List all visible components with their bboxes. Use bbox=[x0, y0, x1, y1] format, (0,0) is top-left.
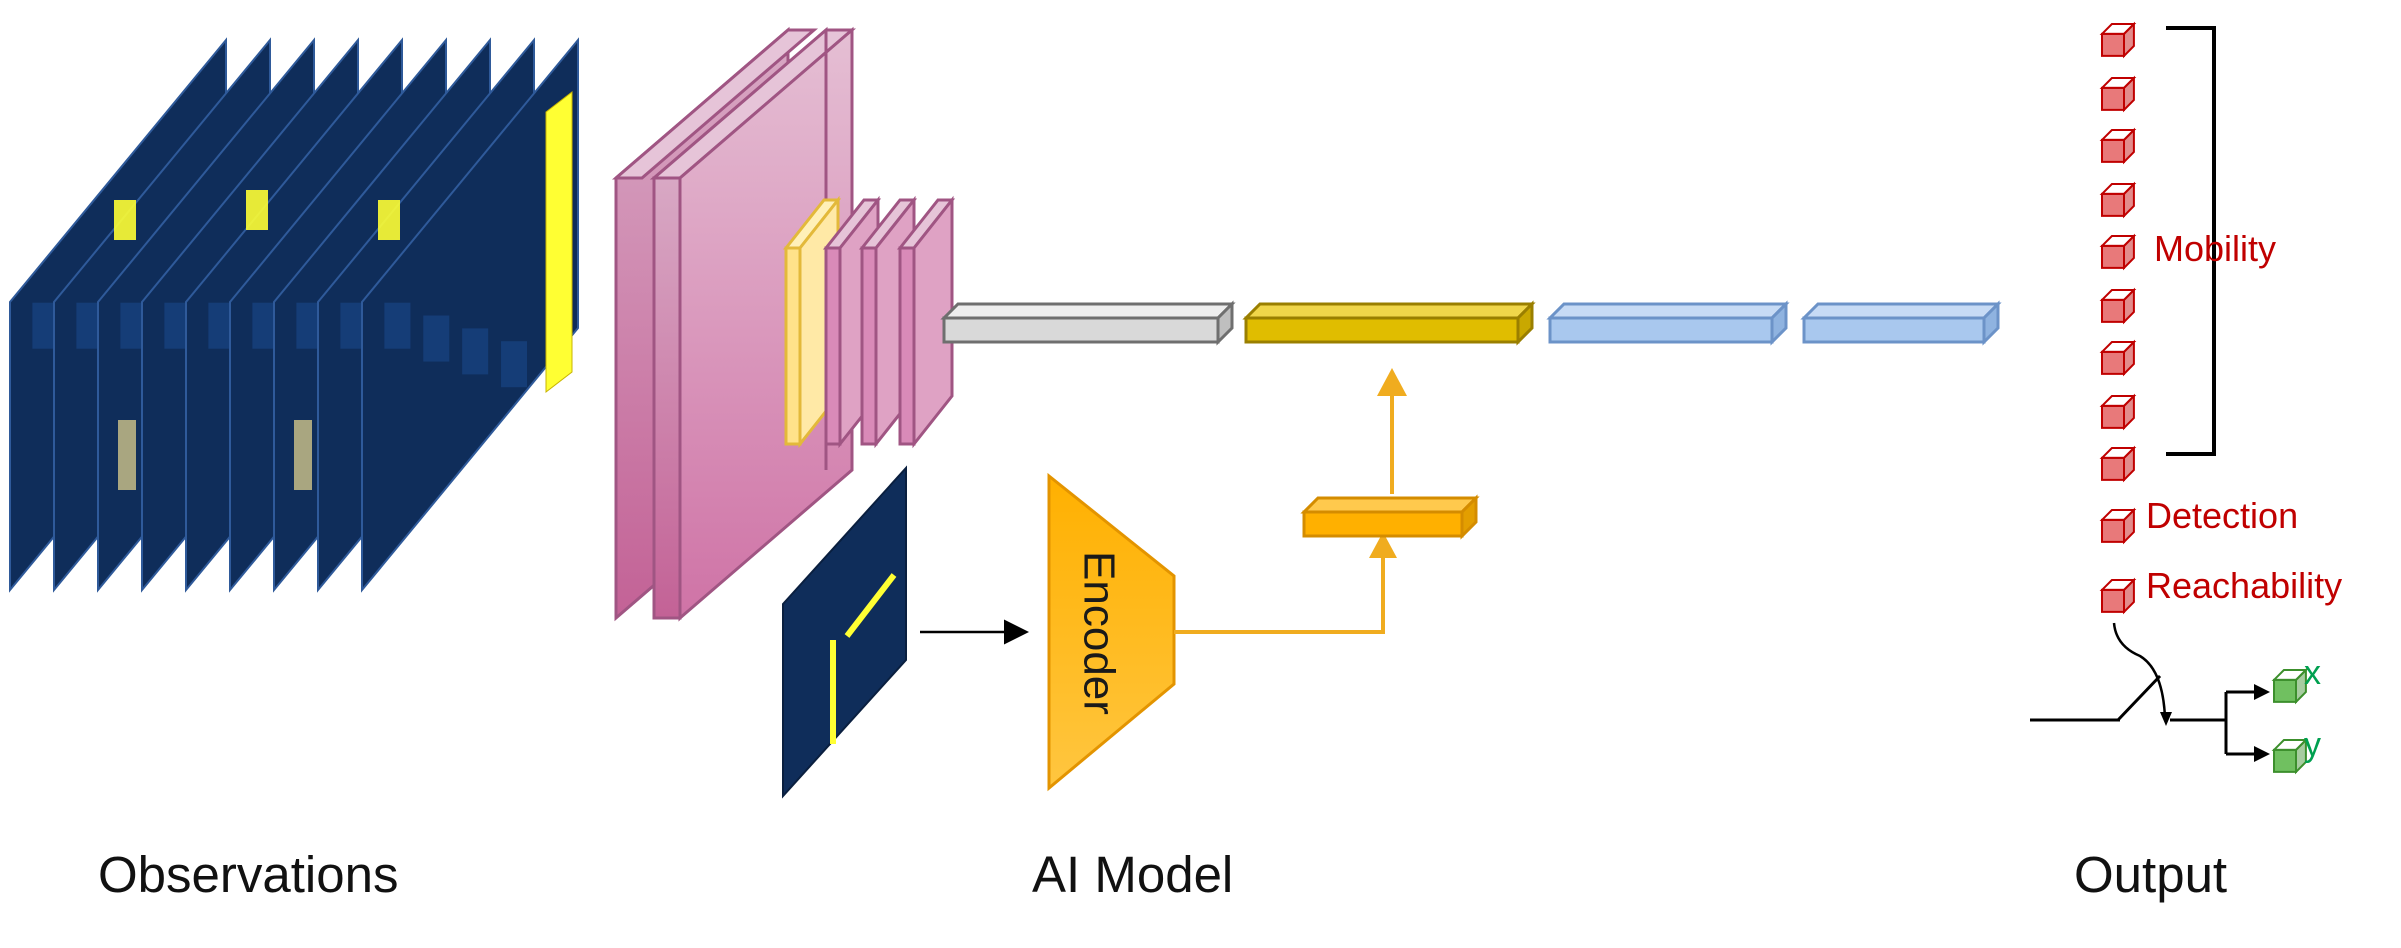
encoder-embedding-bar bbox=[1300, 494, 1480, 540]
mobility-cube-8 bbox=[2099, 393, 2137, 431]
flatten-bar bbox=[940, 300, 1236, 346]
goal-map-input bbox=[782, 465, 907, 799]
fc-blue-bar-1 bbox=[1546, 300, 1790, 346]
mobility-cube-7 bbox=[2099, 339, 2137, 377]
y-cube bbox=[2271, 737, 2309, 775]
mobility-cube-6 bbox=[2099, 287, 2137, 325]
x-cube bbox=[2271, 667, 2309, 705]
encoder-label: Encoder bbox=[1074, 551, 1123, 715]
conv-layer-small-3 bbox=[896, 195, 956, 449]
mobility-cube-9 bbox=[2099, 445, 2137, 483]
conv-layer-large-2 bbox=[649, 26, 857, 622]
mobility-cube-2 bbox=[2099, 75, 2137, 113]
reachability-cube bbox=[2099, 577, 2137, 615]
embedding-to-fc-arrow bbox=[1377, 368, 1407, 494]
detection-cube bbox=[2099, 507, 2137, 545]
detection-label: Detection bbox=[2146, 495, 2298, 536]
mobility-label: Mobility bbox=[2154, 228, 2276, 269]
mobility-cube-5 bbox=[2099, 233, 2137, 271]
fc-blue-bar-2 bbox=[1800, 300, 2002, 346]
mobility-bracket bbox=[2166, 26, 2216, 456]
observations-caption: Observations bbox=[98, 846, 398, 903]
x-label: x bbox=[2304, 654, 2321, 692]
encoder-block: Encoder bbox=[1047, 472, 1176, 792]
model-caption: AI Model bbox=[1032, 846, 1233, 903]
mobility-cube-column bbox=[2099, 21, 2137, 483]
mobility-cube-3 bbox=[2099, 127, 2137, 165]
encoder-output-path bbox=[1174, 532, 1397, 634]
observation-layer-9 bbox=[361, 37, 579, 593]
y-label: y bbox=[2304, 726, 2321, 764]
fc-gold-bar bbox=[1242, 300, 1536, 346]
reachability-label: Reachability bbox=[2146, 565, 2342, 606]
switch-symbol bbox=[2030, 622, 2270, 762]
observation-stack bbox=[9, 37, 579, 593]
output-caption: Output bbox=[2074, 846, 2227, 903]
mobility-cube-1 bbox=[2099, 21, 2137, 59]
mobility-cube-4 bbox=[2099, 181, 2137, 219]
